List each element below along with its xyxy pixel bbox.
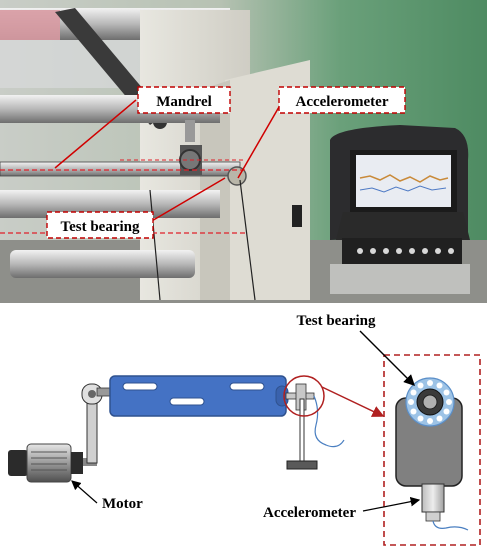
test-bearing-schematic-label: Test bearing [296,313,376,329]
bearing-highlight-circle [283,375,325,417]
motor-label: Motor [102,496,143,512]
test-bearing-leader [149,177,226,223]
bearing-detail-panel [383,354,481,546]
machine-cabinet [225,60,310,300]
bottom-roller [10,250,195,278]
mandrel-leader [54,99,137,169]
test-bearing-callout: Test bearing [46,211,154,239]
test-rig-schematic: Test bearing Motor Accelerometer [8,313,481,546]
accelerometer-label: Accelerometer [296,94,389,110]
mandrel-shaft [0,162,240,176]
mandrel-label: Mandrel [156,94,212,110]
accelerometer-arrow [362,496,421,512]
motor [8,443,97,483]
accelerometer-sensor [421,483,445,513]
accelerometer-schematic-label: Accelerometer [263,505,356,521]
test-rig-photo: Mandrel Accelerometer Test bearing [0,0,487,303]
test-bearing-photo-label: Test bearing [60,219,140,235]
mandrel-roll [109,375,289,417]
bearing-rolling-elements [408,380,452,424]
motor-arrow [71,480,98,504]
mandrel-callout: Mandrel [137,86,231,114]
zoom-arrow [321,386,385,417]
support-stand [285,383,345,470]
accelerometer-leader [237,99,284,179]
test-bearing-arrow [359,330,415,386]
belt-drive [81,383,114,464]
accelerometer-callout: Accelerometer [278,86,406,114]
